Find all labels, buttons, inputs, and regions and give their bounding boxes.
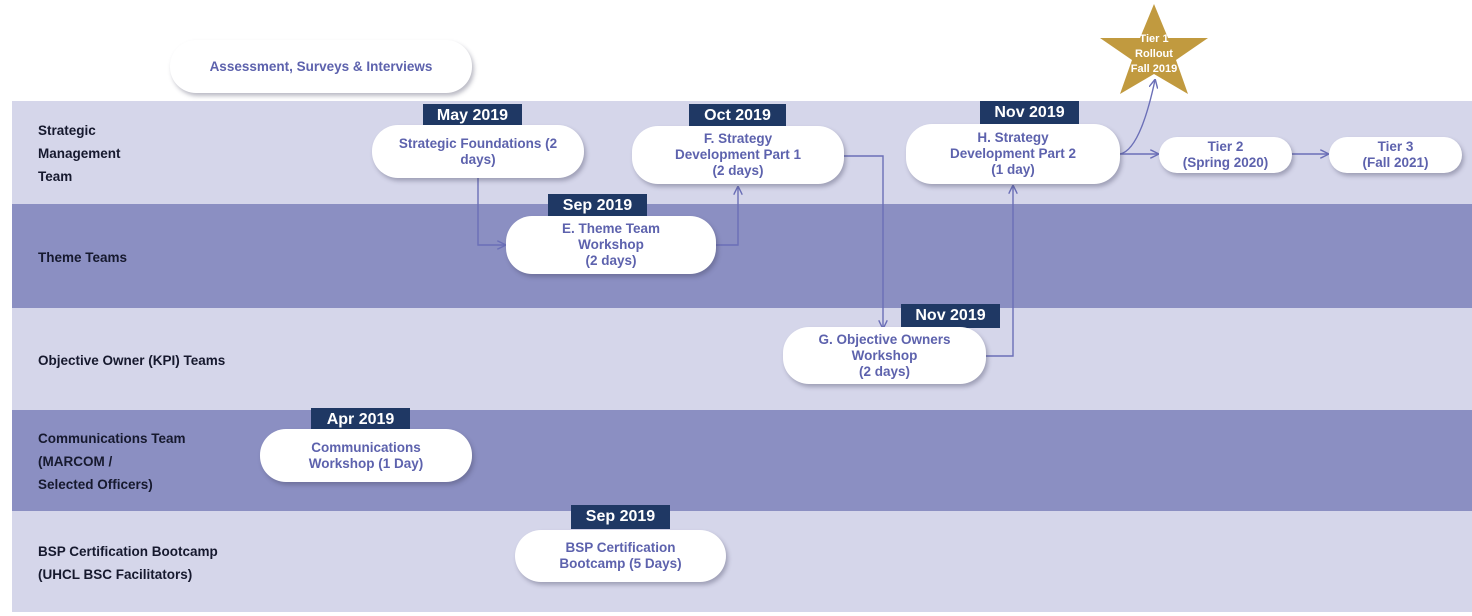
assessment-pill: Assessment, Surveys & Interviews: [170, 40, 472, 93]
lane-label-objective: Objective Owner (KPI) Teams: [38, 353, 226, 368]
date-badge-bsp-bootcamp: Sep 2019: [571, 505, 670, 529]
arrow-objective-to-dev2: [986, 186, 1013, 357]
tier1-star-label: Tier 1 Rollout Fall 2019: [1130, 33, 1178, 75]
step-objective-owners-workshop: G. Objective Owners Workshop (2 days): [783, 327, 986, 384]
lane-label-communications: Communications Team (MARCOM / Selected O…: [38, 431, 186, 492]
step-bsp-certification-bootcamp: BSP Certification Bootcamp (5 Days): [515, 530, 726, 582]
arrow-dev1-to-objective: [844, 155, 883, 328]
lane-communications: [12, 410, 1472, 511]
lane-objective-owner: [12, 308, 1472, 410]
arrow-foundations-to-theme: [477, 177, 505, 245]
lane-label-bsp: BSP Certification Bootcamp (UHCL BSC Fac…: [38, 544, 218, 582]
arrow-theme-to-dev1: [716, 187, 738, 246]
step-theme-team-workshop: E. Theme Team Workshop (2 days): [506, 216, 716, 274]
lane-label-strategic: Strategic Management Team: [38, 123, 121, 184]
lane-label-theme: Theme Teams: [38, 250, 128, 265]
step-strategy-development-2: H. Strategy Development Part 2 (1 day): [906, 124, 1120, 184]
date-badge-communications: Apr 2019: [311, 408, 410, 432]
step-strategy-development-1: F. Strategy Development Part 1 (2 days): [632, 126, 844, 184]
step-communications-workshop: Communications Workshop (1 Day): [260, 429, 472, 482]
date-badge-strategic-foundations: May 2019: [423, 104, 522, 128]
lane-bsp-certification: [12, 511, 1472, 612]
date-badge-theme-workshop: Sep 2019: [548, 194, 647, 218]
date-badge-strategy-dev-1: Oct 2019: [689, 104, 786, 128]
tier1-star-icon: [1100, 4, 1208, 94]
date-badge-strategy-dev-2: Nov 2019: [980, 101, 1079, 125]
lane-theme-teams: [12, 204, 1472, 308]
step-strategic-foundations: Strategic Foundations (2 days): [372, 125, 584, 178]
arrow-dev2-to-tier1: [1119, 80, 1155, 155]
tier2-pill: Tier 2 (Spring 2020): [1159, 137, 1292, 173]
date-badge-objective-owners: Nov 2019: [901, 304, 1000, 328]
tier3-pill: Tier 3 (Fall 2021): [1329, 137, 1462, 173]
